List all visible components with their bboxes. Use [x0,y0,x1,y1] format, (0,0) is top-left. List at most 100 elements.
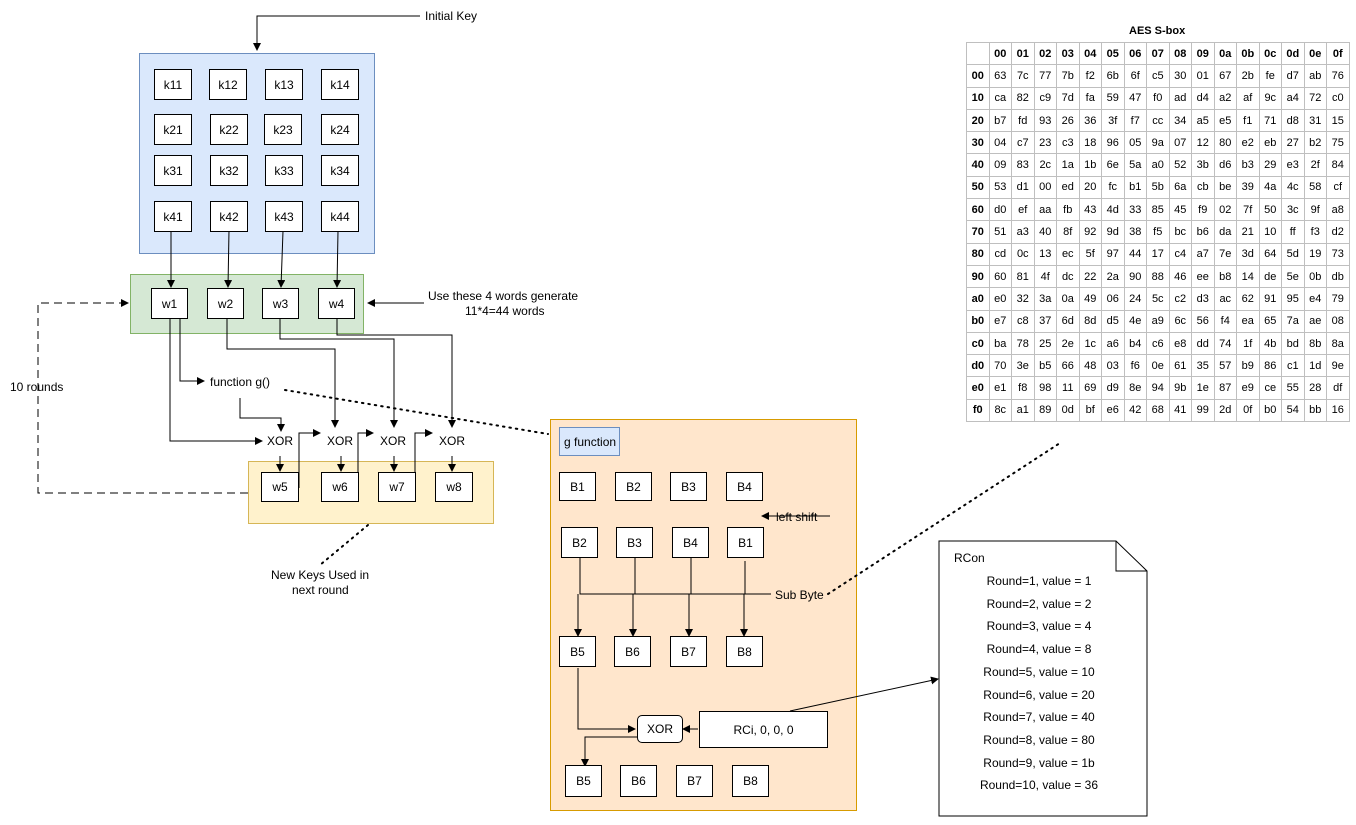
xor-node-4: XOR [438,434,465,448]
sbox-cell: 8f [1056,220,1080,244]
sbox-cell: bf [1078,398,1102,423]
sbox-cell: 3c [1281,198,1305,222]
rcon-value-5: Round=5, value = 10 [983,664,1095,679]
sbox-cell: 15 [1326,108,1350,133]
sbox-col-header: 0a [1213,41,1237,66]
sbox-cell: d4 [1191,86,1215,110]
key-cell-k14: k14 [321,69,359,100]
sbox-cell: 92 [1078,220,1102,244]
sbox-cell: 3f [1101,108,1125,133]
sbox-cell: 91 [1258,287,1282,311]
sbox-cell: a0 [1146,153,1170,177]
sbox-cell: 2c [1033,153,1057,177]
sbox-cell: 4e [1123,309,1147,333]
sbox-cell: 3a [1033,287,1057,311]
rcon-value-9: Round=9, value = 1b [983,755,1095,770]
rci-box: RCi, 0, 0, 0 [699,711,828,748]
sbox-cell: da [1213,220,1237,244]
g-xor-box: XOR [637,715,683,743]
sbox-cell: bc [1168,220,1192,244]
g-byte-row4-B6: B6 [620,765,657,797]
sbox-cell: 07 [1168,131,1192,155]
sbox-col-header: 08 [1168,41,1192,66]
sbox-cell: f9 [1191,198,1215,222]
sbox-cell: be [1213,175,1237,200]
sbox-cell: 98 [1033,376,1057,400]
sbox-row-header: 10 [966,86,990,110]
sbox-cell: b1 [1123,175,1147,200]
sbox-cell: 25 [1033,331,1057,356]
sbox-col-header: 01 [1011,41,1035,66]
sbox-cell: ea [1236,309,1260,333]
use-words-label-line1: Use these 4 words generate [428,289,579,303]
sbox-cell: 4d [1101,198,1125,222]
sbox-cell: b4 [1123,331,1147,356]
sbox-cell: 70 [988,354,1012,378]
sbox-cell: 3b [1191,153,1215,177]
word-w6: w6 [321,472,359,502]
sbox-cell: 93 [1033,108,1057,133]
sbox-cell: 69 [1078,376,1102,400]
sbox-cell: 51 [988,220,1012,244]
sbox-cell: 20 [1078,175,1102,200]
word-w3: w3 [262,288,299,319]
sbox-cell: 5c [1146,287,1170,311]
sbox-cell: a3 [1011,220,1035,244]
sbox-col-header: 07 [1146,41,1170,66]
word-w7: w7 [378,472,416,502]
sbox-cell: 9b [1168,376,1192,400]
sbox-cell: a2 [1213,86,1237,110]
sbox-cell: 2a [1101,264,1125,289]
g-byte-row2-B2: B2 [561,527,598,558]
sbox-cell: f8 [1011,376,1035,400]
sbox-cell: 4f [1033,264,1057,289]
sbox-cell: 68 [1146,398,1170,423]
sbox-cell: 71 [1258,108,1282,133]
g-byte-row1-B4: B4 [726,472,763,501]
key-cell-k23: k23 [264,114,302,145]
sbox-title: AES S-box [1129,25,1186,37]
sbox-cell: c4 [1168,242,1192,266]
g-function-title: g function [559,427,620,456]
sbox-cell: 0e [1146,354,1170,378]
initial-key-label: Initial Key [425,9,478,23]
sbox-cell: 61 [1168,354,1192,378]
sbox-cell: e5 [1213,108,1237,133]
sbox-col-header: 04 [1078,41,1102,66]
use-words-label-line2: 11*4=44 words [465,304,545,318]
function-g-label: function g() [210,375,271,389]
sbox-cell: 04 [988,131,1012,155]
sbox-cell: 42 [1123,398,1147,423]
sbox-cell: fe [1258,64,1282,88]
sbox-cell: b8 [1213,264,1237,289]
sbox-cell: 60 [988,264,1012,289]
sbox-cell: 0b [1303,264,1327,289]
sbox-col-header: 0d [1281,41,1305,66]
sbox-cell: c6 [1146,331,1170,356]
g-byte-row3-B5: B5 [559,636,596,667]
sbox-cell: 43 [1078,198,1102,222]
sbox-col-header: 0b [1236,41,1260,66]
rcon-value-3: Round=3, value = 4 [986,619,1092,634]
sbox-cell: a4 [1281,86,1305,110]
sbox-cell: 30 [1168,64,1192,88]
rcon-value-4: Round=4, value = 8 [986,642,1092,657]
sbox-col-header: 03 [1056,41,1080,66]
sbox-cell: 75 [1326,131,1350,155]
sbox-cell: d1 [1011,175,1035,200]
sbox-cell: 05 [1123,131,1147,155]
sbox-cell: 11 [1056,376,1080,400]
key-cell-k21: k21 [154,114,192,145]
sbox-cell: 6a [1168,175,1192,200]
g-byte-row2-B4: B4 [672,527,709,558]
sbox-cell: 6b [1101,64,1125,88]
sbox-cell: 5a [1123,153,1147,177]
